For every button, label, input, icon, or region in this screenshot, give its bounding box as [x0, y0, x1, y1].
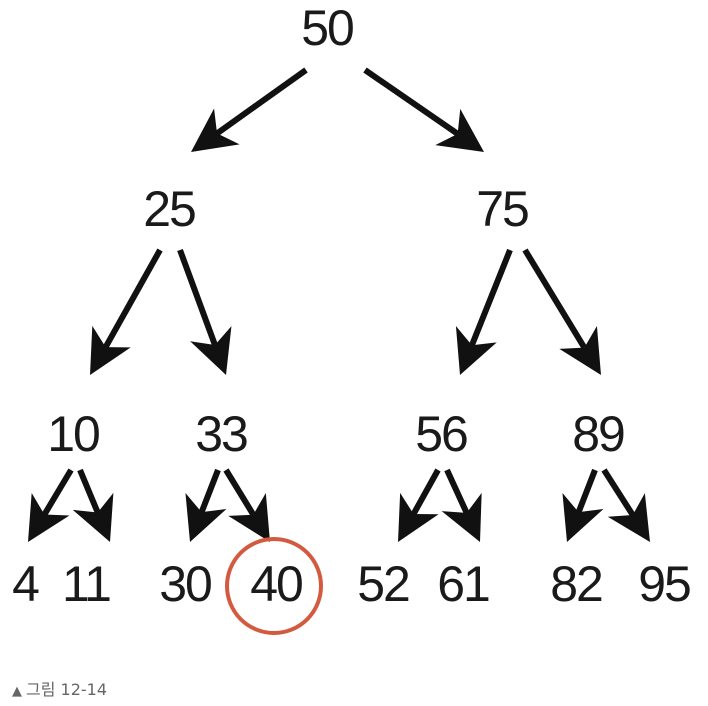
- tree-node-56: 56: [415, 406, 467, 462]
- arrowhead-icon: [607, 493, 650, 542]
- tree-edge-line: [223, 468, 256, 517]
- tree-node-10: 10: [47, 406, 99, 462]
- tree-node-61: 61: [437, 556, 489, 612]
- tree-node-11: 11: [62, 556, 110, 612]
- tree-edge-line: [444, 468, 470, 515]
- tree-edge-line: [363, 67, 460, 137]
- arrowhead-icon: [190, 326, 232, 375]
- tree-node-30: 30: [159, 556, 211, 612]
- highlight-circle: [225, 537, 323, 635]
- arrowhead-icon: [441, 492, 482, 542]
- arrowhead-icon: [28, 492, 70, 542]
- tree-node-52: 52: [357, 556, 409, 612]
- tree-edge-line: [601, 468, 636, 517]
- tree-edge-line: [198, 468, 221, 514]
- arrowhead-icon: [90, 325, 131, 375]
- arrowhead-icon: [559, 325, 601, 375]
- tree-node-25: 25: [143, 181, 195, 237]
- tree-edge-line: [41, 468, 74, 517]
- tree-edges: [28, 67, 650, 542]
- arrowhead-icon: [435, 108, 484, 152]
- arrowhead-icon: [455, 325, 497, 375]
- tree-edge-line: [77, 468, 101, 514]
- arrowhead-icon: [72, 492, 114, 542]
- tree-node-95: 95: [638, 556, 690, 612]
- tree-edge-line: [177, 248, 218, 347]
- tree-edge-line: [522, 248, 587, 350]
- arrowhead-icon: [398, 492, 439, 542]
- arrowhead-icon: [562, 493, 604, 542]
- tree-edge-line: [215, 67, 308, 136]
- tree-node-75: 75: [476, 181, 528, 237]
- tree-node-33: 33: [195, 406, 247, 462]
- tree-node-labels: 50 25 75 10 33 56 89 4 11 30 40 52 61 82 95: [12, 0, 692, 635]
- tree-node-40: 40: [250, 556, 302, 612]
- figure-caption: ▲ 그림 12-14: [12, 676, 107, 700]
- tree-edge-line: [410, 468, 441, 516]
- tree-node-82: 82: [550, 556, 602, 612]
- tree-edge-line: [469, 248, 513, 347]
- arrowhead-icon: [185, 493, 227, 542]
- arrowhead-icon: [191, 108, 240, 152]
- tree-edge-line: [103, 248, 163, 349]
- caption-text: 그림 12-14: [26, 680, 108, 699]
- caption-marker-icon: ▲: [12, 684, 22, 699]
- tree-node-4: 4: [12, 556, 39, 612]
- tree-node-89: 89: [572, 406, 624, 462]
- arrowhead-icon: [228, 492, 270, 542]
- tree-edge-line: [575, 468, 598, 514]
- tree-node-50: 50: [301, 0, 353, 56]
